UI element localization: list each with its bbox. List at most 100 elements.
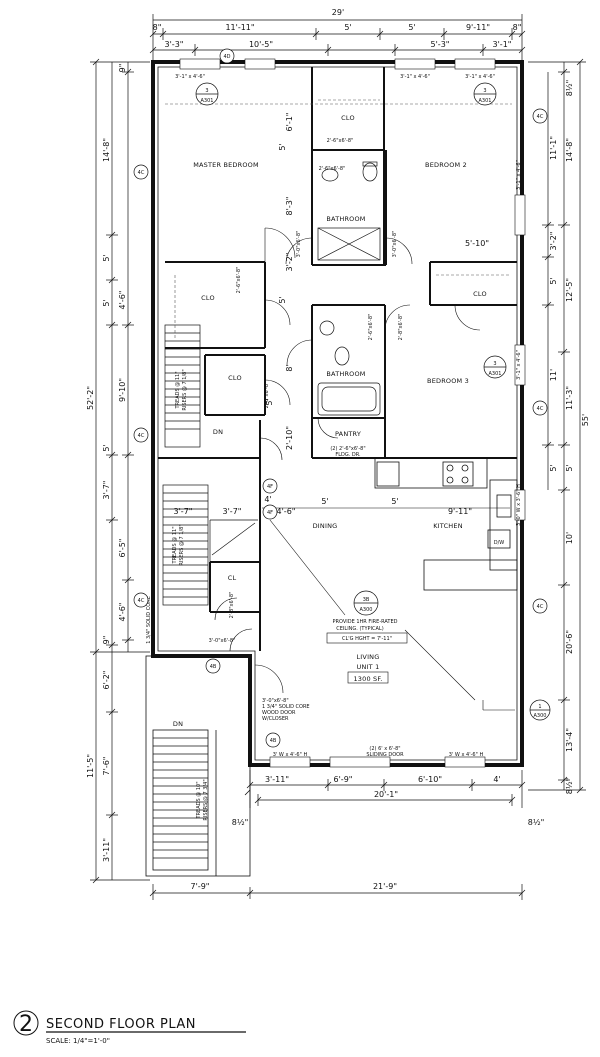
section-sheet-3: A301	[489, 371, 502, 377]
note-solid-core-stair: 1 3/4" SOLID CORE	[146, 596, 152, 644]
top-dimensions	[149, 14, 526, 60]
note-window-3: 3'-1" x 4'-6"	[465, 74, 495, 80]
note-solid-core-2: 1 3/4" SOLID CORE	[262, 704, 310, 710]
dim-right-mid-6: 10'	[565, 532, 574, 544]
room-cl: CL	[228, 574, 237, 582]
note-door-bath2: 2'-6"x6'-8"	[368, 314, 374, 341]
note-window-bed3: 3'-1" x 4'-6"	[516, 350, 522, 380]
room-master-bedroom: MASTER BEDROOM	[193, 161, 259, 169]
dim-right-mid-2: 14'-8"	[565, 138, 574, 162]
tag-4c-2: 4C	[138, 170, 145, 176]
upper-stair-dn-label: DN	[213, 428, 223, 436]
dim-interior-10: 5'	[321, 497, 328, 506]
upper-stair-note-2: RISERS @ 7 1/8"	[182, 369, 188, 410]
section-num-1: 3	[205, 88, 208, 94]
tag-4c-1: 4C	[537, 114, 544, 120]
dim-bottom-side-2: 8½"	[528, 818, 545, 827]
tag-4c-4: 4C	[138, 433, 145, 439]
dim-right-mid-3: 12'-5"	[565, 278, 574, 302]
dim-left-mid-4: 5'	[102, 444, 111, 451]
section-num-3: 3	[493, 361, 496, 367]
note-door-bed2: 3'-0"x6'-8"	[392, 231, 398, 258]
room-bedroom2: BEDROOM 2	[425, 161, 467, 169]
upper-stair-note-1: TREADS @ 11"	[175, 372, 181, 410]
bathroom-fixtures	[317, 161, 381, 416]
dim-interior-8: 4'	[264, 495, 271, 504]
dim-bottom-overall-1: 7'-9"	[191, 882, 210, 891]
dim-top2-3: 5'-3"	[431, 40, 450, 49]
dim-left-mid-9: 3'-11"	[102, 838, 111, 862]
tag-4b-2: 4B	[270, 738, 277, 744]
dim-left-mid-6: 9"	[102, 636, 111, 645]
dim-top-6: 8"	[513, 23, 522, 32]
right-dimensions	[528, 58, 586, 794]
annotation-leaders	[269, 519, 515, 711]
dim-left-mid-5: 3'-7"	[102, 481, 111, 500]
exterior-stair	[145, 655, 251, 877]
tag-4d: 4D	[223, 54, 230, 60]
room-area: 1300 SF.	[353, 675, 382, 683]
dim-bottom-1: 3'-11"	[265, 775, 289, 784]
dim-left-mid-8: 7'-6"	[102, 757, 111, 776]
room-bedroom3: BEDROOM 3	[427, 377, 469, 385]
dim-left-inner-4: 6'-5"	[118, 539, 127, 558]
note-door-cl: 2'-8"x6'-8"	[229, 592, 235, 619]
room-dining: DINING	[313, 522, 338, 530]
drawing-title: 2 SECOND FLOOR PLAN SCALE: 1/4"=1'-0"	[13, 1010, 246, 1045]
dim-right-mid-7: 20'-6"	[565, 630, 574, 654]
dim-top-4: 5'	[408, 23, 415, 32]
dim-bottom-4: 4'	[493, 775, 500, 784]
room-living: LIVING	[356, 653, 379, 661]
tag-4f-1: 4F	[267, 484, 273, 490]
lower-stair-note-2: RISERS @ 7 1/8"	[179, 524, 185, 565]
dim-left-inner-2: 4'-6"	[118, 291, 127, 310]
section-sheet-5: A300	[534, 713, 547, 719]
dim-top2-4: 3'-1"	[493, 40, 512, 49]
ext-stair-dn-label: DN	[173, 720, 183, 728]
note-solid-core-3: WOOD DOOR	[262, 710, 296, 716]
note-window-living-1: 3' W x 4'-6" H	[273, 752, 308, 758]
dim-right-mid-5: 5'	[565, 464, 574, 471]
overall-width-label: 29'	[332, 8, 344, 17]
dim-interior-9: 4'-6"	[277, 507, 296, 516]
title-scale: SCALE: 1/4"=1'-0"	[46, 1037, 110, 1045]
tag-4b-1: 4B	[210, 664, 217, 670]
room-clo-left: CLO	[201, 294, 215, 302]
tag-4c-5: 4C	[138, 598, 145, 604]
dim-bottom-2: 6'-9"	[334, 775, 353, 784]
dim-interior-4: 5'	[278, 296, 287, 303]
note-sliding-1: (2) 6' x 6'-8"	[369, 746, 400, 752]
interior-stair-upper	[164, 324, 201, 448]
note-door-cl-small: 2'-6"x6'-8"	[264, 382, 270, 409]
room-bathroom2: BATHROOM	[326, 370, 365, 378]
dim-left-mid-3: 5'	[102, 299, 111, 306]
section-sheet-2: A301	[479, 98, 492, 104]
dim-right-inner-5: 5'	[549, 464, 558, 471]
section-num-2: 3	[483, 88, 486, 94]
dim-right-mid-9: 8½"	[565, 778, 574, 795]
note-sliding-2: SLIDING DOOR	[366, 752, 404, 758]
dim-interior-13: 3'-7"	[174, 507, 193, 516]
note-window-living-2: 3' W x 4'-6" H	[449, 752, 484, 758]
tag-4f-2: 4F	[267, 510, 273, 516]
dim-left-inner-1: 9"	[118, 64, 127, 73]
dim-bottom-overall: 20'-1"	[374, 790, 398, 799]
dim-bottom-side-1: 8½"	[232, 818, 249, 827]
dim-interior-12: 9'-11"	[448, 507, 472, 516]
dim-left-mid-2: 5'	[102, 254, 111, 261]
title-number: 2	[19, 1012, 33, 1037]
dishwasher-label: D/W	[494, 540, 505, 546]
dim-left-overall-2: 11'-5"	[86, 754, 95, 778]
dim-left-inner-5: 4'-6"	[118, 603, 127, 622]
note-door-clo: 2'-6"x6'-8"	[327, 138, 354, 144]
dim-interior-11: 5'	[391, 497, 398, 506]
note-window-2: 3'-1" x 4'-6"	[400, 74, 430, 80]
ceiling-height-box	[326, 632, 408, 644]
dim-right-overall: 55'	[581, 414, 590, 426]
dim-left-inner-3: 9'-10"	[118, 378, 127, 402]
dim-interior-5: 8'	[285, 364, 294, 371]
room-bathroom1: BATHROOM	[326, 215, 365, 223]
room-clo-right: CLO	[473, 290, 487, 298]
dim-interior-6: 2'-10"	[285, 426, 294, 450]
